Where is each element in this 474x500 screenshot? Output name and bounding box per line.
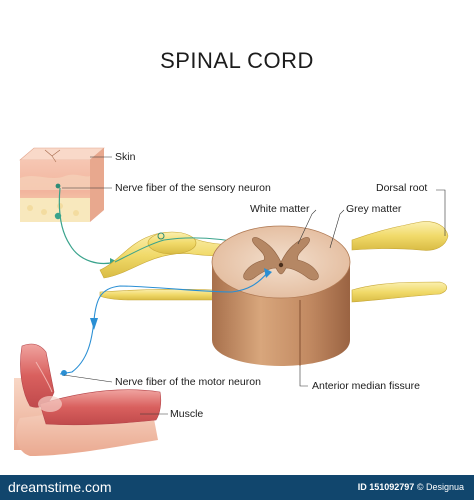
- label-grey-matter: Grey matter: [346, 203, 402, 215]
- spinal-cord-cylinder: [211, 225, 351, 366]
- skin-block: [19, 147, 105, 222]
- brand-suffix: .com: [81, 479, 112, 495]
- right-dorsal-root: [351, 221, 449, 251]
- image-meta: ID 151092797 © Designua: [358, 482, 464, 492]
- label-muscle: Muscle: [170, 408, 204, 420]
- id-label: ID: [357, 482, 367, 492]
- copyright: © Designua: [416, 482, 464, 492]
- label-skin: Skin: [115, 151, 136, 163]
- footer-bar: dreamstime.com ID 151092797 © Designua: [0, 475, 474, 500]
- arm-muscle: [14, 343, 162, 456]
- image-id: 151092797: [369, 482, 415, 492]
- left-ventral-root: [99, 288, 237, 301]
- motor-origin-arrow-icon: [264, 268, 272, 278]
- right-ventral-root: [351, 281, 448, 303]
- motor-arrow-icon: [90, 318, 98, 330]
- brand-name: dreamstime: [8, 479, 82, 495]
- label-sensory-fiber: Nerve fiber of the sensory neuron: [115, 182, 271, 194]
- label-anterior-median-fissure: Anterior median fissure: [312, 380, 420, 392]
- sensory-fiber-path: [58, 187, 116, 265]
- left-dorsal-root: [99, 231, 237, 279]
- grey-matter-shape: [243, 237, 319, 281]
- page-title: SPINAL CORD: [160, 48, 314, 73]
- motor-fiber-path: [59, 271, 269, 375]
- label-dorsal-root: Dorsal root: [376, 182, 428, 194]
- label-white-matter: White matter: [250, 203, 310, 215]
- leader-lines: [62, 156, 446, 415]
- label-motor-fiber: Nerve fiber of the motor neuron: [115, 376, 261, 388]
- brand-logo: dreamstime.com: [8, 479, 111, 495]
